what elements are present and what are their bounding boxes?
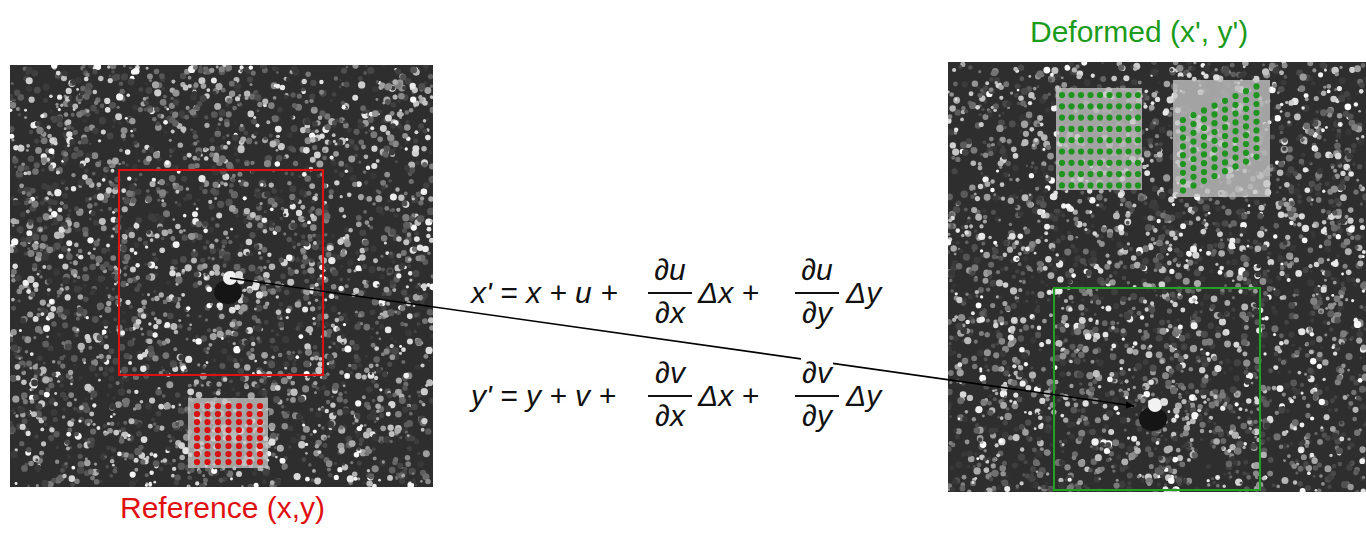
diagram-stage: Reference (x,y)Deformed (x', y')x' = x +…	[0, 0, 1366, 539]
